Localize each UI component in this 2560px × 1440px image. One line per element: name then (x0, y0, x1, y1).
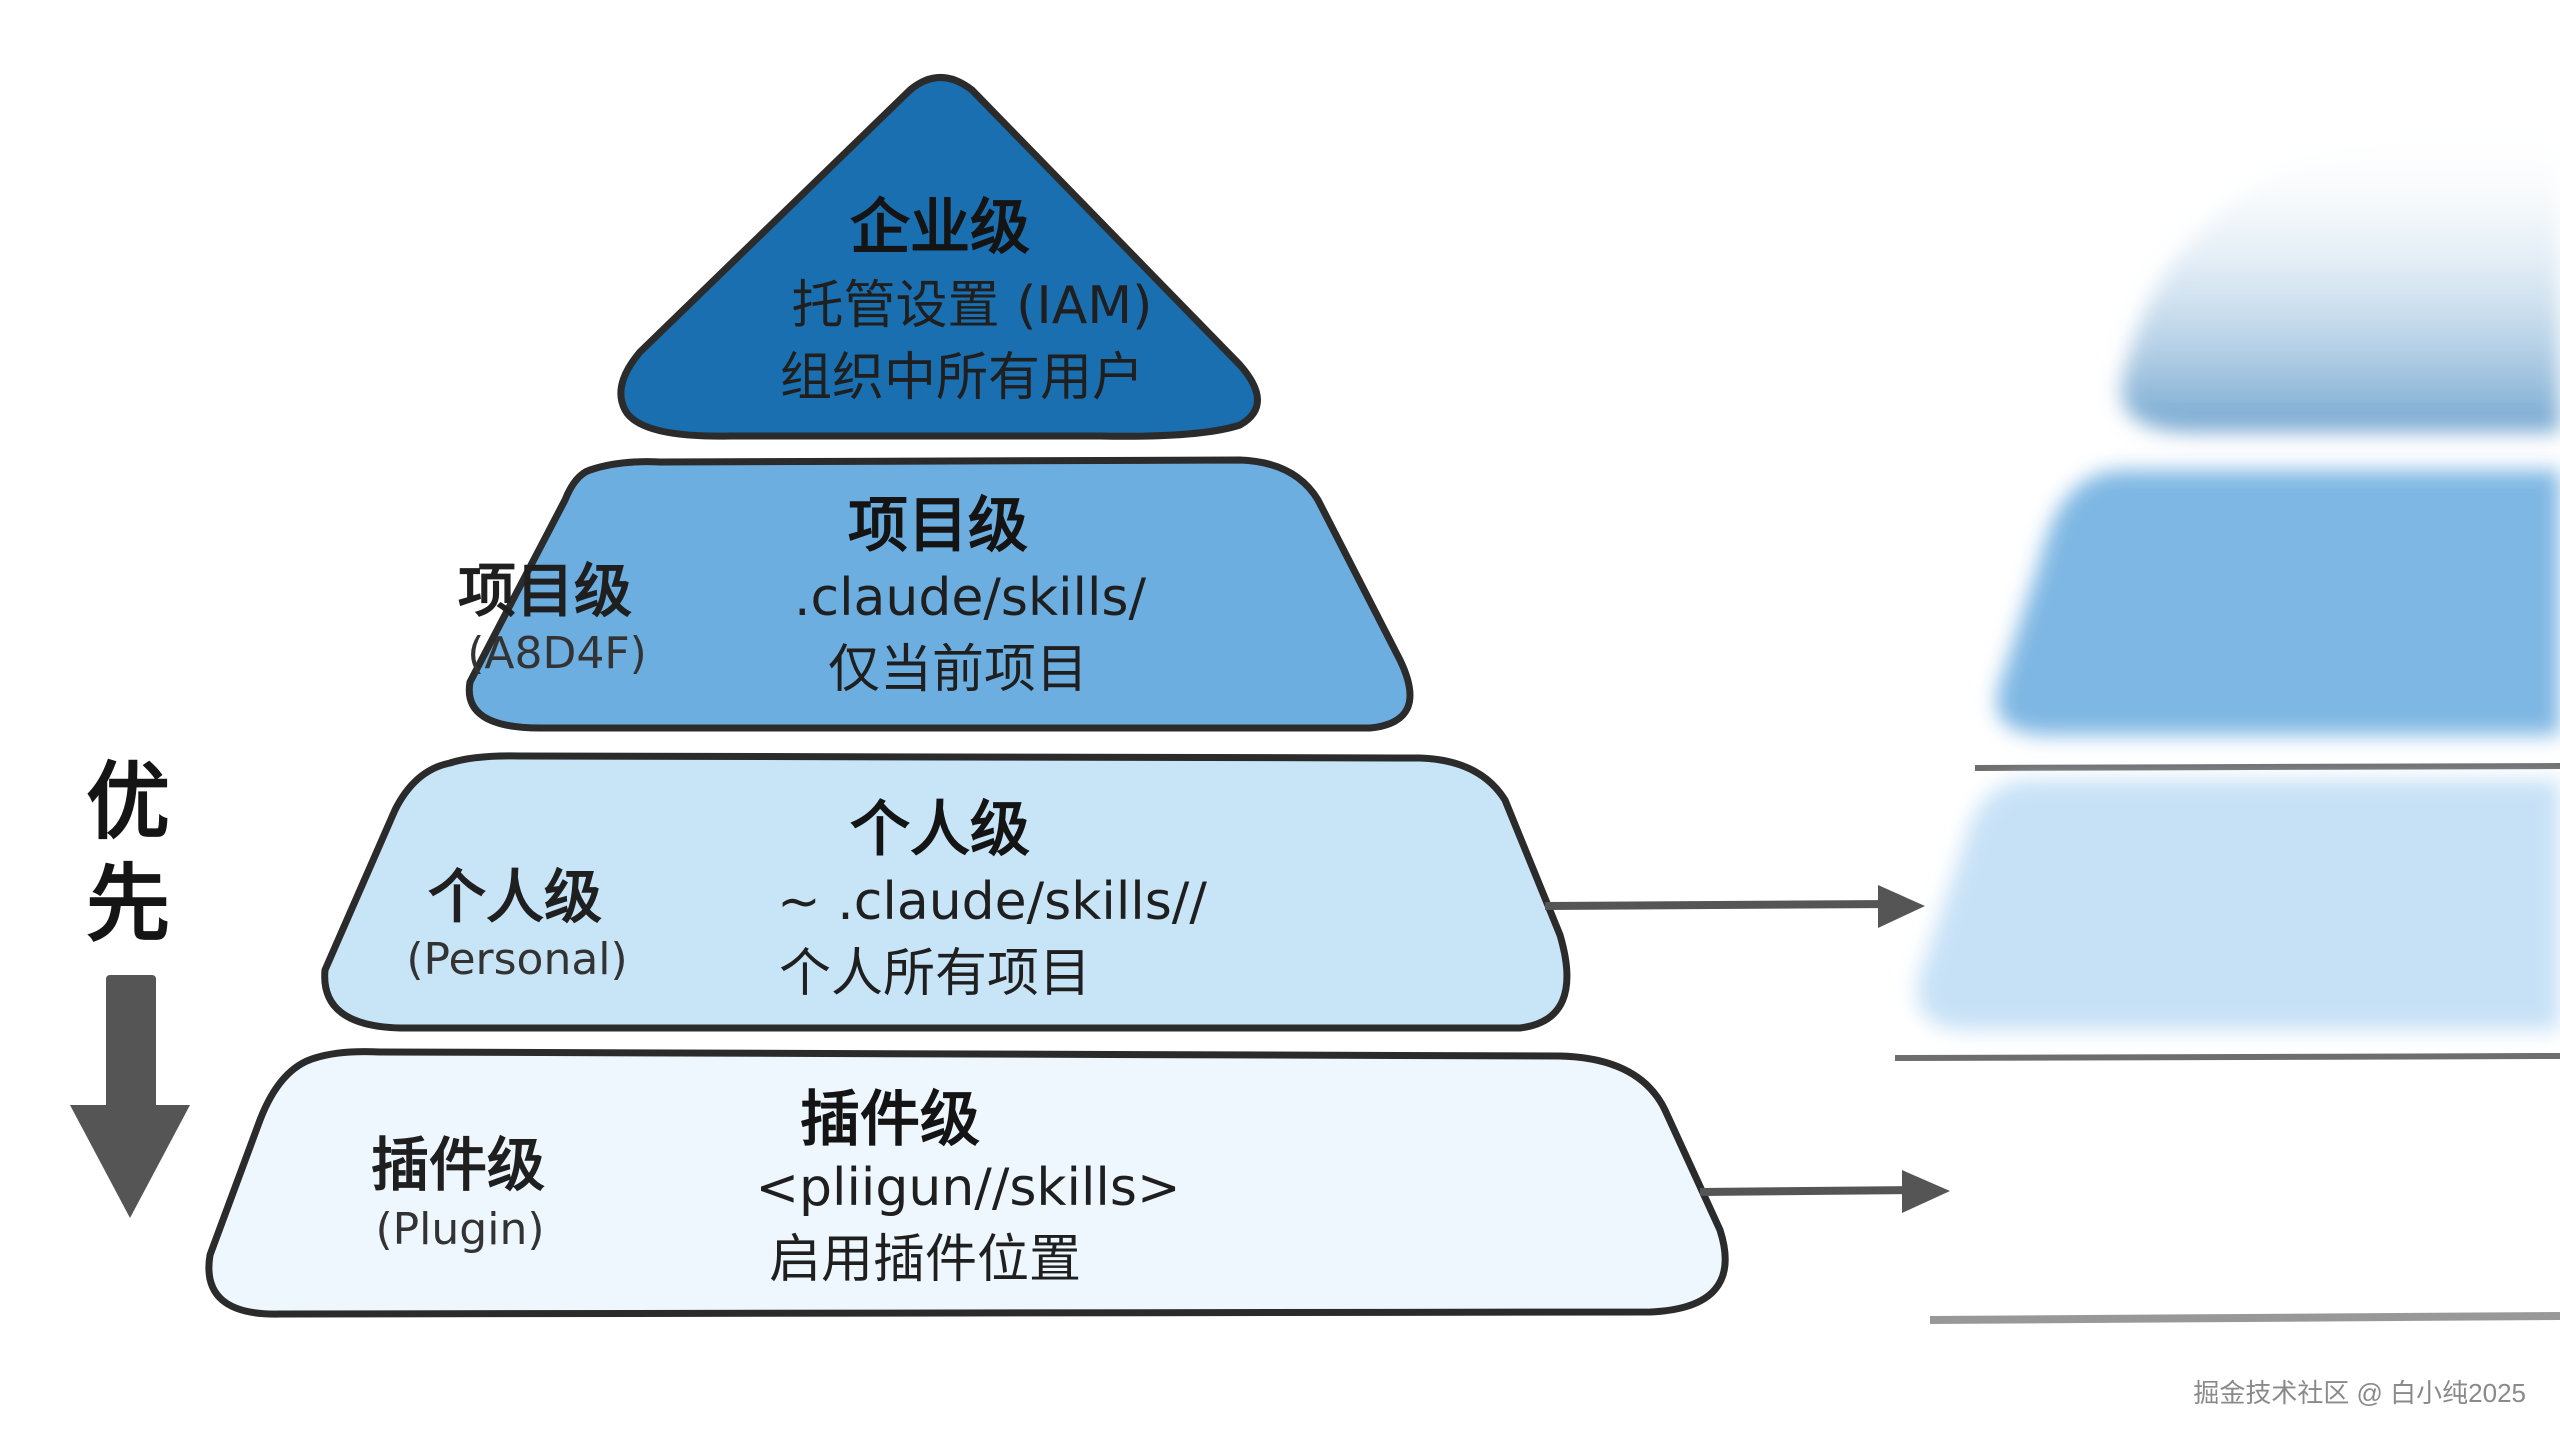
ghost-layer-personal (1917, 780, 2560, 1030)
priority-down-arrow (70, 975, 190, 1218)
plugin-side-title: 插件级 (370, 1131, 546, 1199)
personal-side-sub: (Personal) (406, 934, 628, 985)
layer-personal (321, 752, 1571, 1032)
arrowhead-personal (1878, 885, 1925, 928)
project-side-sub: (A8D4F) (467, 628, 647, 679)
personal-title: 个人级 (850, 795, 1030, 865)
plugin-side-sub: (Plugin) (375, 1204, 545, 1255)
ghost-divider-3 (1929, 1312, 2560, 1324)
enterprise-title: 企业级 (850, 193, 1030, 263)
arrowhead-plugin (1902, 1170, 1950, 1213)
plugin-line-2: 启用插件位置 (768, 1230, 1082, 1290)
arrow-plugin (1699, 1170, 1950, 1213)
enterprise-line-1: 托管设置 (IAM) (791, 276, 1153, 336)
ghost-divider-2 (1894, 1053, 2560, 1061)
layer-project (465, 456, 1414, 732)
priority-label-char-1: 优 (85, 753, 171, 851)
ghost-divider-1 (1974, 763, 2560, 771)
project-line-2: 仅当前项目 (827, 640, 1089, 700)
ghost-pyramid (1894, 120, 2560, 1324)
project-title: 项目级 (848, 491, 1028, 561)
enterprise-line-2: 组织中所有用户 (779, 348, 1145, 408)
layer-plugin (205, 1048, 1729, 1318)
personal-side-title: 个人级 (427, 863, 603, 931)
ghost-layer-top (2121, 120, 2560, 432)
arrow-personal (1544, 885, 1925, 928)
personal-line-2: 个人所有项目 (778, 944, 1092, 1004)
ghost-layer-project (1996, 470, 2560, 735)
plugin-line-1: <pliigun//skills> (755, 1158, 1181, 1218)
layer-enterprise (617, 74, 1261, 440)
priority-label-char-2: 先 (85, 855, 171, 953)
personal-line-1: ~ .claude/skills// (777, 872, 1207, 932)
plugin-title: 插件级 (800, 1085, 980, 1155)
watermark-text: 掘金技术社区 @ 白小纯2025 (2193, 1378, 2526, 1408)
project-side-title: 项目级 (457, 557, 633, 625)
project-line-1: .claude/skills/ (793, 568, 1147, 628)
